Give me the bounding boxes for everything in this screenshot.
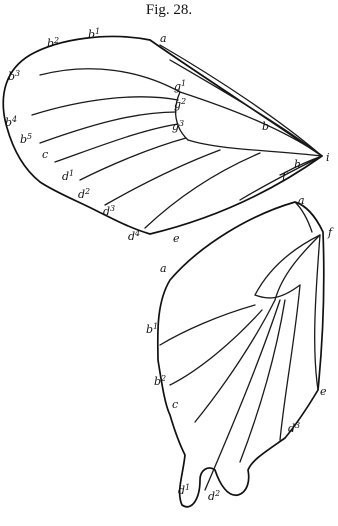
forewing-label-base: g	[172, 120, 179, 133]
forewing-vein-b4	[32, 97, 178, 115]
hindwing-label-d1: d1	[178, 483, 190, 497]
forewing-label-d1: d1	[62, 169, 74, 183]
hindwing-label-sup: 1	[153, 322, 158, 331]
forewing-label-g1: g1	[174, 79, 186, 93]
forewing-label-base: d	[62, 170, 69, 183]
forewing-label-sup: 1	[181, 79, 186, 88]
hindwing-label-sup: 2	[214, 489, 220, 498]
hindwing-label-base: a	[298, 194, 305, 207]
forewing-label-b: b	[262, 120, 269, 133]
forewing-label-b2: b2	[47, 36, 59, 50]
hindwing-label-base: d	[288, 422, 295, 435]
forewing-label-sup: 4	[134, 229, 140, 238]
forewing-label-base: b	[20, 133, 27, 146]
hindwing-label-base: b	[154, 375, 161, 388]
forewing-label-base: g	[174, 80, 181, 93]
forewing-vein-c	[55, 124, 178, 162]
hindwing-anal-vein	[275, 235, 320, 300]
forewing-label-sup: 4	[11, 115, 17, 124]
forewing-label-sup: 2	[53, 36, 59, 45]
forewing-label-d4: d4	[128, 229, 140, 243]
forewing-label-base: e	[173, 232, 180, 245]
forewing-label-base: d	[103, 205, 110, 218]
hindwing-label-d3: d3	[288, 421, 300, 435]
forewing-label-sup: 3	[15, 69, 20, 78]
forewing-label-base: b	[47, 37, 54, 50]
hindwing-label-a_left: a	[160, 262, 167, 275]
forewing-label-base: a	[160, 32, 167, 45]
hindwing-vein-e	[315, 235, 320, 390]
forewing-label-base: d	[78, 188, 85, 201]
hindwing-label-base: b	[146, 323, 153, 336]
forewing-label-sup: 1	[95, 27, 100, 36]
hindwing	[158, 202, 324, 507]
forewing-label-base: i	[326, 151, 330, 164]
forewing	[3, 36, 322, 234]
forewing-label-b1: b1	[88, 27, 100, 41]
forewing-label-sup: 2	[180, 97, 186, 106]
forewing-label-g2: g2	[174, 97, 186, 111]
forewing-label-base: b	[262, 120, 269, 133]
forewing-label-a: a	[160, 32, 167, 45]
hindwing-vein-b1	[160, 305, 255, 345]
forewing-vein-d3	[145, 153, 260, 228]
forewing-vein-d1	[80, 138, 186, 180]
forewing-label-sup: 3	[110, 204, 115, 213]
hindwing-label-e: e	[320, 385, 327, 398]
hindwing-label-base: f	[327, 226, 334, 239]
hindwing-label-base: e	[320, 385, 327, 398]
forewing-vein-d2	[105, 150, 220, 205]
hindwing-label-b2: b2	[154, 374, 166, 388]
forewing-label-base: h	[294, 158, 301, 171]
forewing-outline	[3, 36, 322, 234]
forewing-label-d3: d3	[103, 204, 115, 218]
forewing-label-base: b	[88, 28, 95, 41]
hindwing-label-d2: d2	[208, 489, 220, 503]
hindwing-label-sup: 1	[185, 483, 190, 492]
forewing-label-base: c	[42, 148, 48, 161]
hindwing-label-a_top: a	[298, 194, 305, 207]
forewing-label-b4: b4	[5, 115, 17, 129]
forewing-label-sup: 2	[84, 187, 90, 196]
hindwing-label-base: a	[160, 262, 167, 275]
forewing-label-b3: b3	[8, 69, 20, 83]
hindwing-label-sup: 2	[160, 374, 166, 383]
hindwing-label-base: d	[208, 490, 215, 503]
forewing-label-e: e	[173, 232, 180, 245]
hindwing-label-base: c	[172, 398, 178, 411]
forewing-label-base: d	[128, 230, 135, 243]
forewing-label-d2: d2	[78, 187, 90, 201]
forewing-label-h: h	[294, 158, 301, 171]
forewing-label-base: b	[5, 116, 12, 129]
hindwing-cell	[255, 235, 320, 295]
forewing-label-sup: 1	[69, 169, 74, 178]
forewing-label-sup: 5	[27, 132, 32, 141]
forewing-label-b5: b5	[20, 132, 32, 146]
forewing-label-c: c	[42, 148, 48, 161]
hindwing-label-b1: b1	[146, 322, 158, 336]
forewing-label-sup: 3	[179, 119, 184, 128]
hindwing-label-base: d	[178, 484, 185, 497]
forewing-vein-b3	[40, 69, 180, 92]
forewing-vein-b5	[40, 112, 176, 143]
forewing-label-g3: g3	[172, 119, 184, 133]
hindwing-label-c: c	[172, 398, 178, 411]
forewing-vein-f	[240, 156, 322, 200]
forewing-label-base: g	[174, 98, 181, 111]
forewing-label-base: b	[8, 70, 15, 83]
hindwing-label-f: f	[327, 226, 334, 239]
hindwing-label-sup: 3	[295, 421, 300, 430]
forewing-label-i: i	[326, 151, 330, 164]
